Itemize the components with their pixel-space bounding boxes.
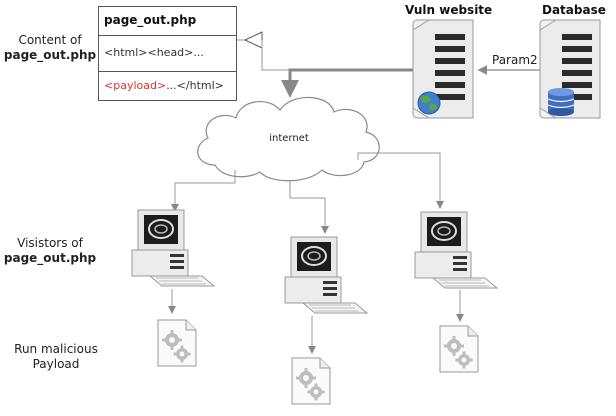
- page-box-payload-line: <payload>...</html>: [99, 72, 236, 101]
- param-label: Param2: [492, 53, 538, 67]
- box-pointer-triangle: [243, 31, 263, 49]
- content-of-text: Content of: [18, 33, 82, 47]
- cloud-to-pc3-arrow: [357, 152, 444, 209]
- visitors-file-text: page_out.php: [3, 251, 97, 265]
- gear-file-icon: [157, 319, 197, 367]
- computer-icon: [131, 209, 215, 287]
- cloud-to-pc2-arrow: [289, 180, 329, 234]
- gear-file-icon: [439, 325, 479, 373]
- visitors-of-text: Visistors of: [17, 236, 83, 250]
- content-of-label: Content of page_out.php: [0, 33, 100, 63]
- content-file-text: page_out.php: [3, 48, 97, 62]
- page-content-box: page_out.php <html><head>... <payload>..…: [98, 6, 237, 101]
- page-box-title: page_out.php: [99, 7, 236, 36]
- vuln-website-label: Vuln website: [405, 3, 493, 17]
- vuln-to-internet-arrow: [281, 68, 413, 98]
- run-line2-text: Payload: [32, 357, 80, 371]
- gear-file-icon: [291, 357, 331, 405]
- computer-icon: [414, 211, 498, 289]
- database-label: Database: [542, 3, 606, 17]
- globe-icon: [417, 91, 441, 115]
- visitors-label: Visistors of page_out.php: [0, 236, 100, 266]
- database-icon: [547, 88, 575, 116]
- payload-text: <payload>: [104, 79, 167, 92]
- box-to-line-connector: [261, 40, 290, 71]
- internet-label: internet: [269, 133, 309, 144]
- computer-icon: [284, 236, 368, 314]
- page-box-html-line: <html><head>...: [99, 36, 236, 72]
- html-close-text: ...</html>: [166, 79, 224, 92]
- run-line1-text: Run malicious: [14, 342, 98, 356]
- cloud-to-pc1-arrow: [171, 170, 236, 212]
- run-payload-label: Run malicious Payload: [0, 342, 112, 372]
